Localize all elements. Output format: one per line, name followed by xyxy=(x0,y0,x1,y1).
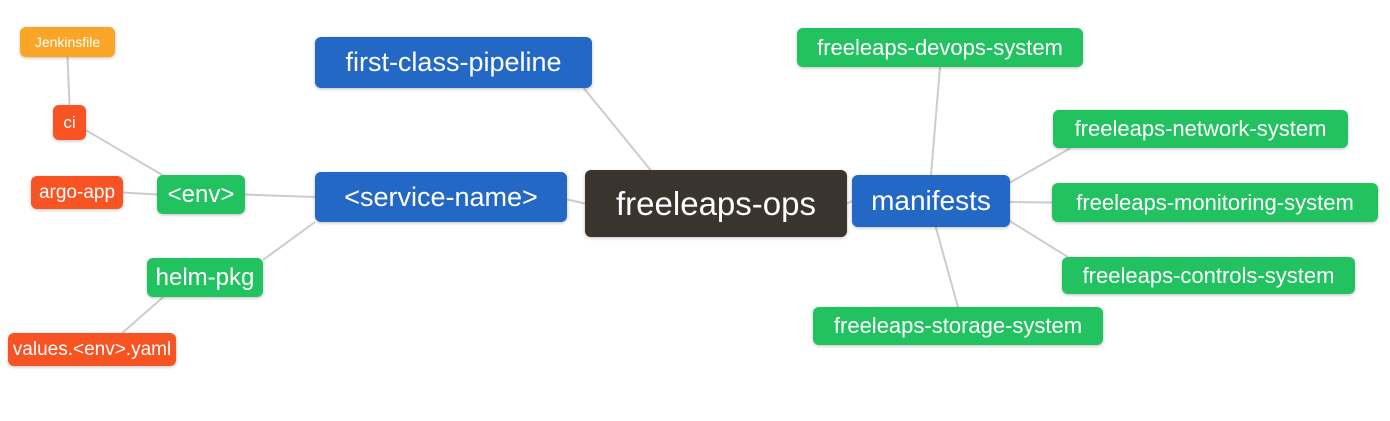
edge-values-env-yaml-to-helm-pkg xyxy=(121,296,164,334)
node-label: freeleaps-ops xyxy=(616,185,816,222)
edge-manifests-to-freeleaps-storage-system xyxy=(934,226,959,308)
node-label: first-class-pipeline xyxy=(345,47,562,77)
edge-helm-pkg-to-service-name xyxy=(262,221,316,261)
node-freeleaps-controls-system[interactable]: freeleaps-controls-system xyxy=(1062,257,1355,294)
node-jenkinsfile[interactable]: Jenkinsfile xyxy=(20,27,115,57)
node-label: argo-app xyxy=(38,182,116,203)
node-label: ci xyxy=(63,113,76,132)
node-manifests[interactable]: manifests xyxy=(852,175,1010,227)
node-service-name[interactable]: <service-name> xyxy=(315,172,567,222)
node-label: freeleaps-monitoring-system xyxy=(1076,189,1354,215)
edge-ci-to-env xyxy=(85,129,163,176)
node-label: <service-name> xyxy=(344,181,538,212)
node-label: freeleaps-controls-system xyxy=(1082,262,1335,288)
node-label: values.<env>.yaml xyxy=(12,339,172,360)
node-label: Jenkinsfile xyxy=(34,34,101,50)
node-label: manifests xyxy=(871,185,991,216)
node-label: freeleaps-storage-system xyxy=(833,313,1083,338)
edge-argo-app-to-env xyxy=(122,191,158,196)
edge-first-class-pipeline-to-freeleaps-ops xyxy=(582,87,652,171)
node-label: freeleaps-network-system xyxy=(1074,116,1327,141)
node-label: <env> xyxy=(167,180,235,208)
node-first-class-pipeline[interactable]: first-class-pipeline xyxy=(315,37,592,88)
node-helm-pkg[interactable]: helm-pkg xyxy=(147,258,263,297)
node-freeleaps-storage-system[interactable]: freeleaps-storage-system xyxy=(813,307,1103,345)
node-env[interactable]: <env> xyxy=(157,175,245,214)
node-label: freeleaps-devops-system xyxy=(817,34,1063,60)
edge-env-to-service-name xyxy=(244,193,316,198)
edge-jenkinsfile-to-ci xyxy=(66,56,71,106)
edge-manifests-to-freeleaps-controls-system xyxy=(1006,218,1069,258)
node-ci[interactable]: ci xyxy=(53,105,86,140)
edge-manifests-to-freeleaps-devops-system xyxy=(930,66,941,176)
node-freeleaps-monitoring-system[interactable]: freeleaps-monitoring-system xyxy=(1052,183,1378,222)
node-freeleaps-network-system[interactable]: freeleaps-network-system xyxy=(1053,110,1348,148)
node-argo-app[interactable]: argo-app xyxy=(31,176,123,209)
node-label: helm-pkg xyxy=(155,263,255,291)
node-freeleaps-devops-system[interactable]: freeleaps-devops-system xyxy=(797,28,1083,67)
node-freeleaps-ops[interactable]: freeleaps-ops xyxy=(585,170,847,237)
edge-manifests-to-freeleaps-network-system xyxy=(1006,147,1072,186)
node-values-env-yaml[interactable]: values.<env>.yaml xyxy=(8,333,176,366)
edge-service-name-to-freeleaps-ops xyxy=(566,198,586,205)
